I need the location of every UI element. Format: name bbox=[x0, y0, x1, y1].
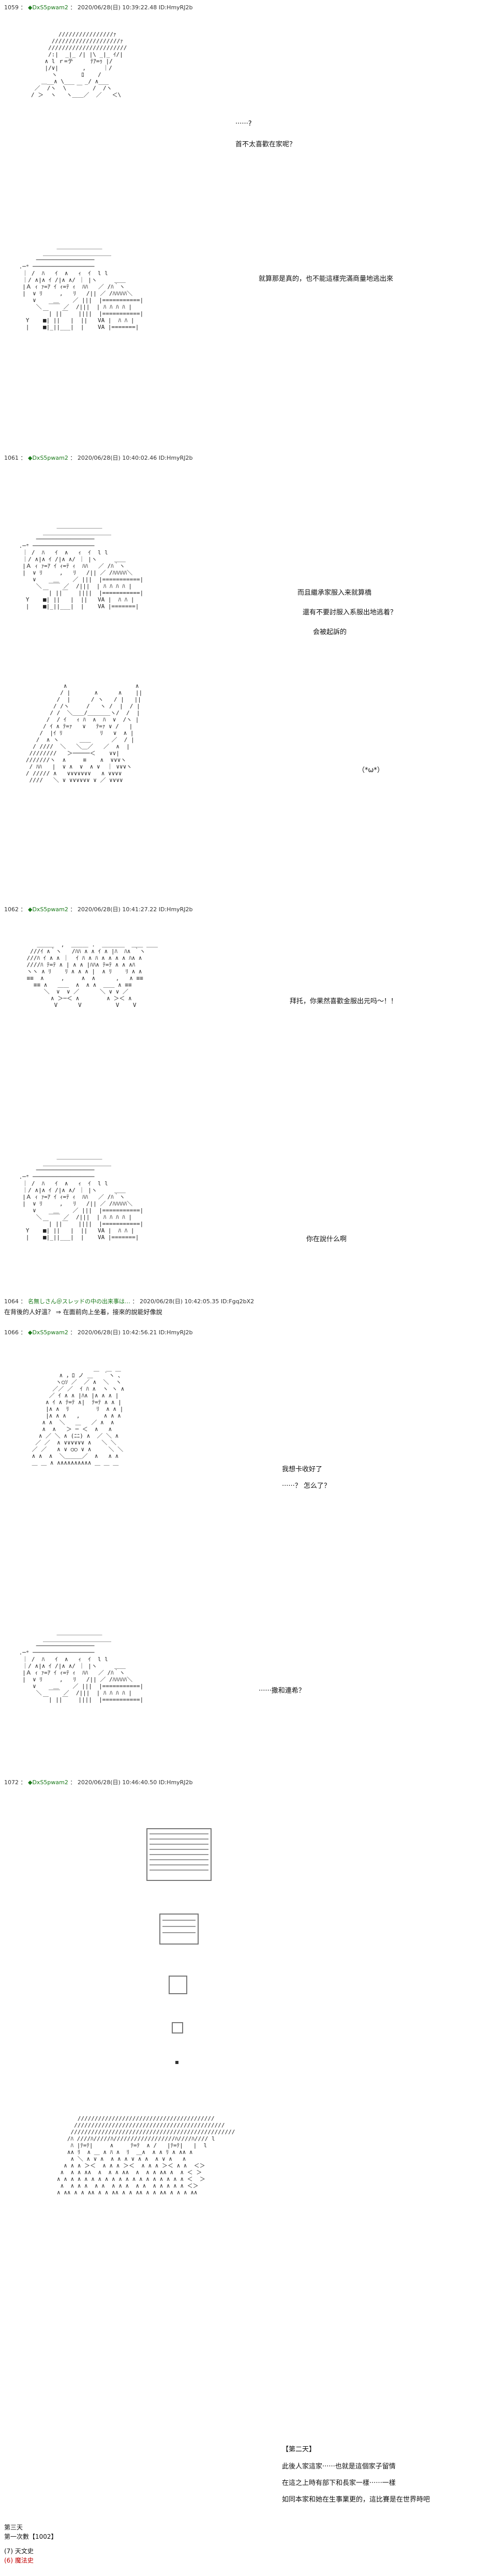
post-number: 1064 bbox=[4, 1298, 19, 1305]
ascii-art-character: ∧ ∧ / | ∧ ∧ || / | / ヽ / | || / /ヽ / ヽ /… bbox=[26, 683, 143, 784]
dialogue-line: 你在說什么啊 bbox=[306, 1236, 347, 1243]
ascii-art-character: ＿＿＿＿＿＿＿＿ ＿＿＿＿＿＿＿＿＿＿＿＿ ───────────────── … bbox=[19, 1629, 144, 1703]
dialogue-line: 還有不要討服入系服出地逃着？ bbox=[303, 609, 397, 616]
reply-text: 在背後的人好溫？ ⇒ 在面前向上坐着，接來的說能好像說 bbox=[4, 1308, 162, 1316]
narration-heading: 【第二天】 bbox=[282, 2446, 316, 2453]
poster-name: 名無しさん＠スレッドの中の出来事は… bbox=[28, 1298, 130, 1305]
poster-id: ID:HmyRJ2b bbox=[158, 4, 193, 11]
footer-item-mark: (6) bbox=[4, 2557, 13, 2564]
ascii-art-character: ＿＿＿ , ＿＿＿ . ＿＿＿＿ ＿＿ ＿＿ ///ｲ ∧｀ヽ /ﾊﾊ ∧ ∧ … bbox=[26, 941, 158, 1008]
post-datetime: 2020/06/28(日) 10:42:56.21 bbox=[77, 1329, 157, 1336]
dialogue-line: （*ω*） bbox=[358, 766, 384, 774]
post-header: 1061 ： ◆DxS5pwam2 ： 2020/06/28(日) 10:40:… bbox=[4, 455, 193, 461]
transition-dot bbox=[175, 2061, 178, 2064]
ascii-art-character: ＿＿＿＿＿＿＿＿ ＿＿＿＿＿＿＿＿＿＿＿＿ ───────────────── … bbox=[19, 1153, 144, 1241]
poster-name: ◆DxS5pwam2 bbox=[28, 906, 68, 913]
post-number: 1062 bbox=[4, 906, 19, 913]
poster-id: ID:HmyRJ2b bbox=[158, 906, 193, 913]
footer-item-text: 天文史 bbox=[14, 2548, 34, 2555]
footer-item-mark: (7) bbox=[4, 2548, 13, 2555]
dialogue-line: 会被起訴的 bbox=[313, 628, 347, 636]
dialogue-line: ······撒和連希？ bbox=[259, 1687, 305, 1695]
post-datetime: 2020/06/28(日) 10:42:05.35 bbox=[140, 1298, 219, 1305]
post-header: 1064 ： 名無しさん＠スレッドの中の出来事は… ： 2020/06/28(日… bbox=[4, 1298, 255, 1305]
poster-name: ◆DxS5pwam2 bbox=[28, 1329, 68, 1336]
ascii-art-character: ////////////////ｧ ////////////////////ｧ … bbox=[31, 31, 127, 98]
post-number: 1072 bbox=[4, 1779, 19, 1786]
footer-item-text: 魔法史 bbox=[14, 2557, 34, 2564]
ascii-art-character: ＿＿＿＿＿＿＿＿ ＿＿＿＿＿＿＿＿＿＿＿＿ ───────────────── … bbox=[19, 243, 144, 330]
post-header: 1072 ： ◆DxS5pwam2 ： 2020/06/28(日) 10:46:… bbox=[4, 1779, 193, 1786]
footer-subtitle: 第一次數【1002】 bbox=[4, 2533, 57, 2540]
post-header: 1066 ： ◆DxS5pwam2 ： 2020/06/28(日) 10:42:… bbox=[4, 1329, 193, 1336]
dialogue-line: ······？ 怎么了？ bbox=[282, 1482, 331, 1490]
ascii-art-scene: ////////////////////////////////////////… bbox=[57, 2115, 235, 2196]
post-number: 1066 bbox=[4, 1329, 19, 1336]
footer-item: (7) 天文史 bbox=[4, 2547, 34, 2555]
dialogue-line: 首不太喜歡在家呢？ bbox=[235, 141, 296, 148]
narration-line: 在這之上時有部下和長家一樣······一樣 bbox=[282, 2479, 396, 2487]
poster-name: ◆DxS5pwam2 bbox=[28, 455, 68, 461]
dialogue-line: 拜托，你果然喜歡金服出元吗～！！ bbox=[290, 998, 398, 1005]
post-number: 1061 bbox=[4, 455, 19, 461]
post-header: 1062 ： ◆DxS5pwam2 ： 2020/06/28(日) 10:41:… bbox=[4, 906, 193, 913]
transition-box-small bbox=[169, 1976, 187, 1994]
poster-name: ◆DxS5pwam2 bbox=[28, 4, 68, 11]
poster-id: ID:HmyRJ2b bbox=[158, 1329, 193, 1336]
narration-line: 如同本家和她在生事業更的，這比賽是在世界時吧 bbox=[282, 2496, 430, 2504]
post-datetime: 2020/06/28(日) 10:40:02.46 bbox=[77, 455, 157, 461]
dialogue-line: 就算那是真的，也不能這樣完滿商量地逃出來 bbox=[259, 275, 394, 283]
narration-line: 此後人家這家······也就是這個家子留情 bbox=[282, 2463, 396, 2470]
post-datetime: 2020/06/28(日) 10:39:22.48 bbox=[77, 4, 157, 11]
poster-id: ID:HmyRJ2b bbox=[158, 1779, 193, 1786]
transition-box-large bbox=[146, 1828, 212, 1881]
dialogue-line: 我想卡收好了 bbox=[282, 1466, 323, 1473]
ascii-art-character: ＿ ＿ ＿ ∧ ，ﾛ ノ ＿ ｀ヽ ､ ヽ○ｿ ／ ／ ∧ ＼ ヽ ／／ ／ ｲ… bbox=[32, 1365, 125, 1466]
post-datetime: 2020/06/28(日) 10:46:40.50 bbox=[77, 1779, 157, 1786]
transition-box-tiny bbox=[172, 2022, 183, 2033]
post-header: 1059 ： ◆DxS5pwam2 ： 2020/06/28(日) 10:39:… bbox=[4, 4, 193, 11]
footer-item-highlighted: (6) 魔法史 bbox=[4, 2556, 34, 2565]
poster-id: ID:Fgq2bX2 bbox=[220, 1298, 255, 1305]
poster-id: ID:HmyRJ2b bbox=[158, 455, 193, 461]
post-datetime: 2020/06/28(日) 10:41:27.22 bbox=[77, 906, 157, 913]
poster-name: ◆DxS5pwam2 bbox=[28, 1779, 68, 1786]
dialogue-line: 而且繼承家服入来就算橋 bbox=[297, 589, 372, 597]
ascii-art-character: ＿＿＿＿＿＿＿＿ ＿＿＿＿＿＿＿＿＿＿＿＿ ───────────────── … bbox=[19, 522, 144, 610]
footer-title: 第三天 bbox=[4, 2524, 23, 2531]
transition-box-medium bbox=[159, 1914, 199, 1945]
post-number: 1059 bbox=[4, 4, 19, 11]
dialogue-line: ······? bbox=[235, 120, 252, 128]
